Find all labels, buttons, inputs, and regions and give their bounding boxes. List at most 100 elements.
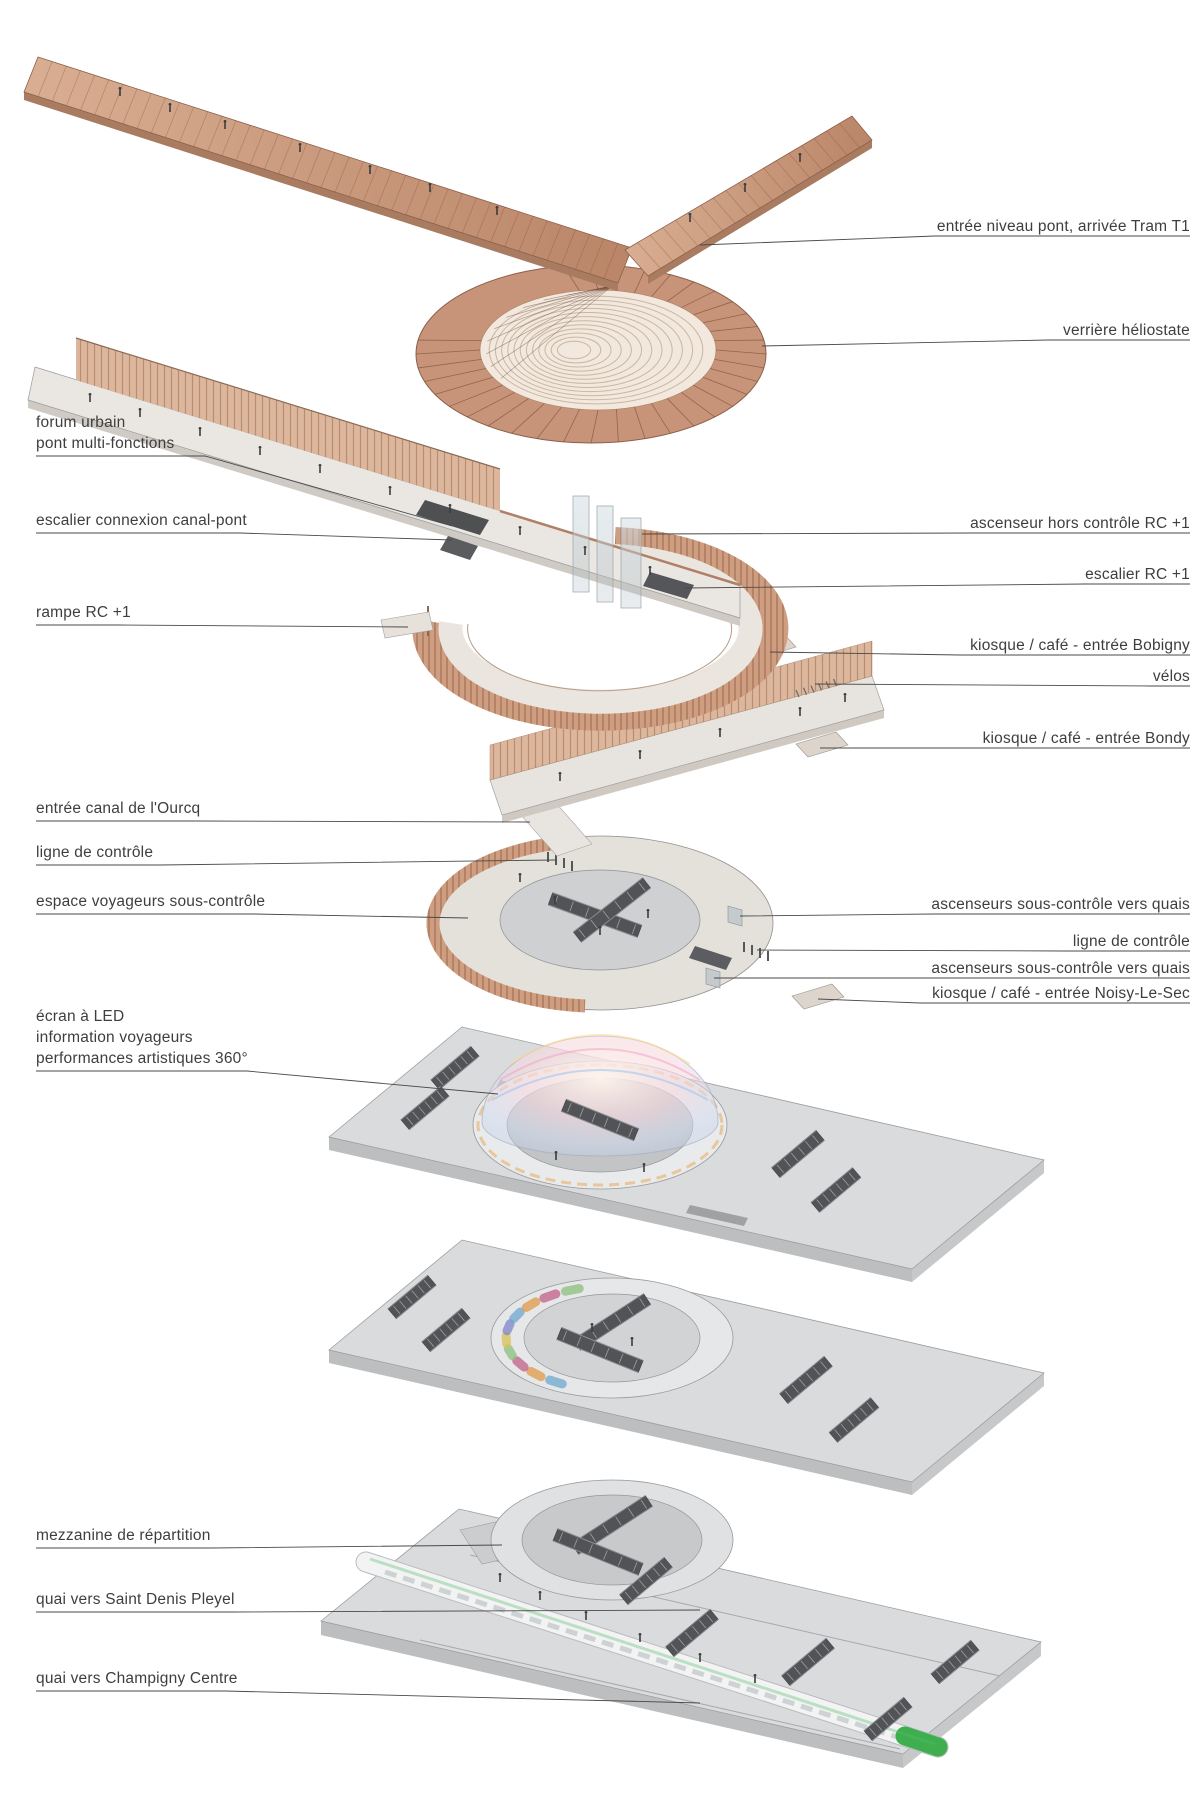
escalator-rail (871, 1706, 913, 1742)
louver-arc (544, 332, 612, 368)
plank-line (687, 212, 711, 239)
escalator-rail (789, 1647, 835, 1687)
escalator-step (848, 1172, 856, 1181)
plank-line (826, 130, 848, 156)
plank-line (476, 202, 491, 238)
leader-kiosque-bobigny (769, 651, 1190, 656)
plank-line (363, 165, 378, 202)
escalator-step (399, 1300, 407, 1309)
escalator-icon (400, 1085, 450, 1131)
escalator-rail (400, 1085, 442, 1121)
c-ramp-copper-band (412, 527, 789, 731)
escalator-icon (779, 1355, 833, 1405)
plank-line (419, 184, 435, 220)
escalator-step (805, 1141, 813, 1150)
escalator-step (558, 1532, 564, 1542)
escalator-step (899, 1702, 907, 1711)
person-figure (743, 183, 747, 192)
escalator-rail (561, 1327, 644, 1361)
branch-side (648, 140, 872, 284)
concourse-stair (689, 946, 732, 970)
person-head (198, 427, 202, 430)
bike-rack-tick (802, 687, 808, 696)
leader-entree-niveau-pont (699, 235, 1190, 246)
person-head (698, 1653, 702, 1656)
escalator-step (604, 1348, 610, 1358)
escalator-rail (673, 1618, 719, 1658)
person-head (590, 1323, 594, 1326)
heliostat-fin (434, 376, 493, 395)
escalator-rail (627, 1566, 673, 1606)
escalator-rail (430, 1045, 472, 1081)
dome-iridescence (509, 1034, 691, 1065)
escalator-icon (421, 1307, 471, 1353)
louver-arc (501, 303, 683, 397)
person-head (798, 707, 802, 710)
escalator-rail (387, 1274, 429, 1310)
escalator-step (835, 1183, 843, 1192)
mural-tile (545, 1375, 567, 1389)
plank-line (122, 88, 138, 124)
person-figure (642, 1163, 646, 1172)
rampe-rc1-label: rampe RC +1 (36, 604, 131, 621)
escalator-step (638, 882, 646, 891)
person-figure (448, 504, 452, 513)
escalator-step (602, 1321, 610, 1331)
escalator-step (798, 1378, 806, 1388)
escalator-rail (408, 1095, 450, 1131)
escalator-icon (561, 1098, 639, 1142)
escalator-step (423, 1280, 431, 1289)
leader-escalier-connexion (36, 532, 453, 541)
person-head (598, 926, 602, 929)
forum-urbain-label: forum urbain (36, 414, 125, 431)
plank-line (80, 75, 95, 111)
escalator-step (800, 1660, 808, 1670)
escalator-rail (938, 1649, 980, 1685)
person-figure (428, 183, 432, 192)
plank-line (649, 234, 674, 262)
plank-line (377, 170, 392, 206)
ecran-led-label-line3: performances artistiques 360° (36, 1050, 248, 1067)
escalator-step (628, 1127, 633, 1138)
bike-rack-tick (832, 678, 838, 687)
escalator-step (618, 1353, 624, 1364)
heliostat-fin (714, 339, 764, 342)
glass-core-hors-controle (620, 517, 642, 609)
plank-line (51, 65, 67, 102)
plank-line (813, 138, 835, 163)
person-head (646, 909, 650, 912)
plank-line (334, 156, 350, 193)
dome-slab-side (329, 1137, 912, 1282)
stair-slot (686, 1205, 748, 1226)
louver-arc (550, 336, 602, 364)
escalator-step (589, 1533, 596, 1542)
plank-line (179, 106, 194, 143)
escalier-connexion-label: escalier connexion canal-pont (36, 512, 247, 529)
person-figure (648, 566, 652, 575)
person-figure (538, 1591, 542, 1600)
escalator-icon (863, 1696, 913, 1742)
ecran-led-label: écran à LED (36, 1008, 124, 1025)
platform-rotunda-opening (521, 1494, 703, 1586)
leader-ligne-controle-droite (756, 949, 1190, 952)
escalator-step (798, 1146, 806, 1156)
train-nose (895, 1726, 948, 1757)
person-figure (498, 1573, 502, 1582)
escalator-rail (930, 1639, 972, 1675)
elevator-glass-cores (572, 495, 642, 609)
heliostat-fin (715, 349, 767, 355)
escalator-step (640, 1499, 647, 1509)
escalator-step (418, 1106, 426, 1115)
person-head (368, 165, 372, 168)
cable-line (494, 285, 613, 329)
person-head (538, 1591, 542, 1594)
plank-line (447, 193, 463, 229)
escalator-step (451, 1318, 459, 1327)
cable-line (506, 285, 613, 318)
bike-rack-tick (810, 685, 815, 693)
plank-line (662, 227, 686, 254)
person-figure (688, 213, 692, 222)
cable-line (487, 285, 613, 342)
louver-arc (532, 324, 632, 376)
escalator-step (439, 1328, 447, 1337)
